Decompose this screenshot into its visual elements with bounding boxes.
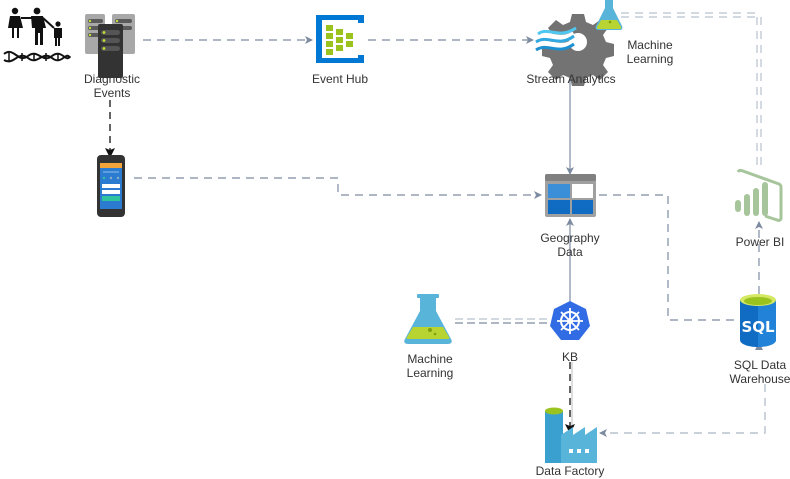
label-line: Warehouse bbox=[729, 372, 790, 386]
edge-geography-to-sql[interactable] bbox=[599, 194, 740, 321]
label-line: Machine bbox=[627, 38, 673, 52]
label-kubernetes: KB bbox=[561, 350, 578, 364]
label-line: Learning bbox=[626, 52, 674, 66]
label-line: SQL Data bbox=[733, 358, 787, 372]
label-stream-analytics: Stream Analytics bbox=[526, 72, 616, 86]
edge-mobile-to-geography[interactable] bbox=[134, 177, 542, 199]
label-ml-top: Machine Learning bbox=[622, 38, 678, 66]
label-line: Diagnostic bbox=[83, 72, 141, 86]
label-line: Geography bbox=[540, 231, 600, 245]
label-data-factory: Data Factory bbox=[535, 464, 605, 478]
label-diagnostic-events: Diagnostic Events bbox=[72, 72, 152, 100]
label-ml-bottom: Machine Learning bbox=[390, 352, 470, 380]
machine-learning-flask-icon-top[interactable] bbox=[595, 0, 623, 30]
label-event-hub: Event Hub bbox=[311, 72, 369, 86]
stream-analytics-icon[interactable] bbox=[534, 14, 614, 86]
label-geography-data: Geography Data bbox=[530, 231, 610, 259]
label-sql-dw: SQL Data Warehouse bbox=[720, 358, 790, 386]
sql-data-warehouse-icon[interactable]: SQL bbox=[740, 294, 776, 347]
mobile-phone-icon[interactable] bbox=[97, 155, 125, 217]
edge-mltop-to-powerbi[interactable] bbox=[621, 12, 758, 168]
geography-data-table-icon[interactable] bbox=[545, 174, 596, 217]
family-dna-icon[interactable] bbox=[3, 7, 71, 63]
power-bi-icon[interactable] bbox=[735, 168, 783, 222]
server-rack-icon[interactable] bbox=[85, 14, 135, 78]
machine-learning-flask-icon-bottom[interactable] bbox=[404, 294, 452, 344]
event-hub-icon[interactable] bbox=[316, 15, 364, 63]
label-power-bi: Power BI bbox=[735, 235, 785, 249]
edge-sql-to-datafactory[interactable] bbox=[599, 384, 766, 437]
label-line: Data bbox=[557, 245, 583, 259]
label-line: Events bbox=[93, 86, 131, 100]
data-factory-icon[interactable] bbox=[545, 407, 597, 464]
kubernetes-icon[interactable] bbox=[550, 301, 590, 340]
label-line: Machine bbox=[407, 352, 453, 366]
label-line: Learning bbox=[406, 366, 454, 380]
sql-text: SQL bbox=[741, 318, 775, 336]
